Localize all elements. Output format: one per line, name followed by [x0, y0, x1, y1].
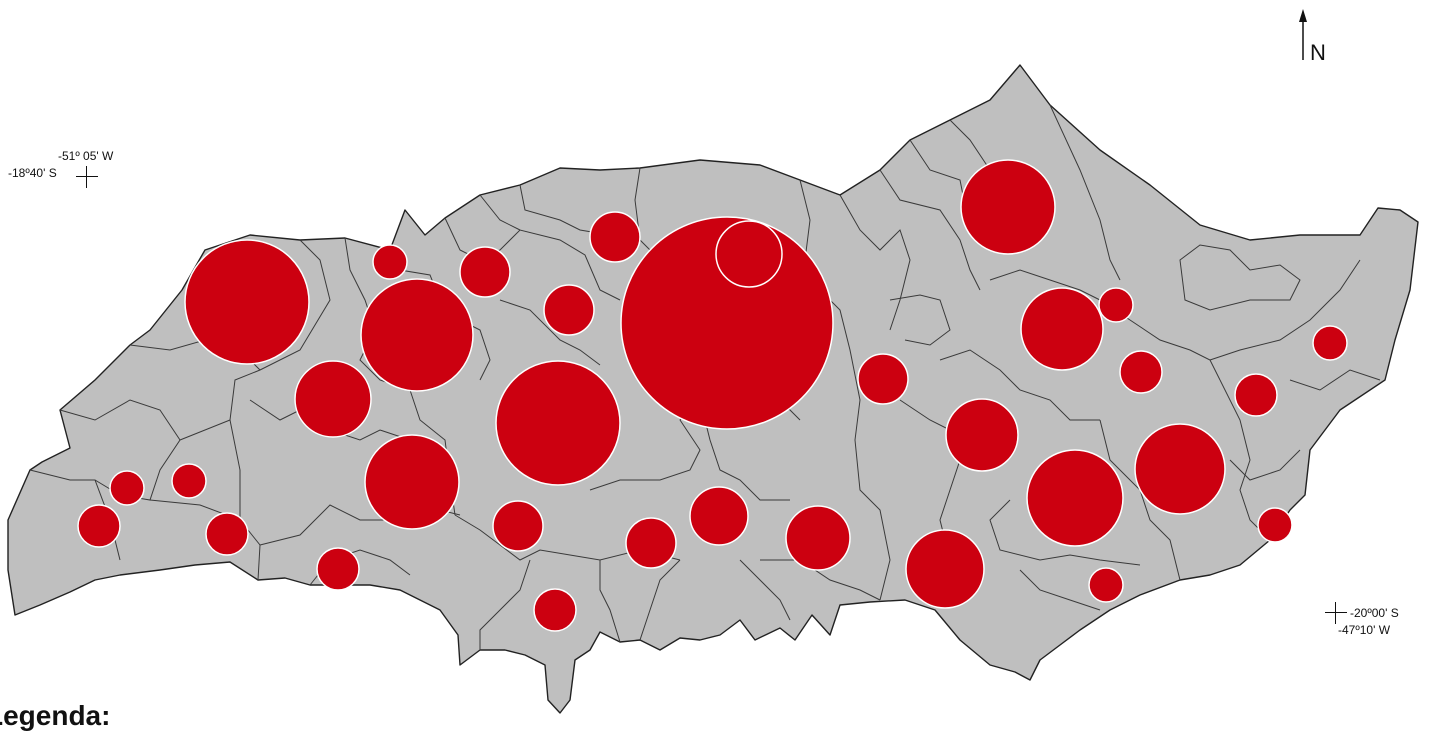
border-line — [599, 560, 621, 643]
border-line — [889, 294, 951, 346]
city-symbol — [620, 216, 834, 430]
city-symbol — [1134, 423, 1226, 515]
border-line — [879, 169, 981, 291]
border-line — [989, 269, 1101, 301]
city-symbol — [492, 500, 544, 552]
se-corner-crosshair — [1325, 602, 1347, 624]
north-label: N — [1310, 40, 1326, 65]
city-symbol — [1312, 325, 1348, 361]
city-symbol — [905, 529, 985, 609]
city-symbol — [1098, 287, 1134, 323]
city-symbol — [1026, 449, 1124, 547]
city-symbol — [625, 517, 677, 569]
city-symbol — [1119, 350, 1163, 394]
city-symbol — [360, 278, 474, 392]
city-symbol — [364, 434, 460, 530]
border-line — [1289, 369, 1381, 391]
city-symbol — [1234, 373, 1278, 417]
city-symbol — [184, 239, 310, 365]
city-symbol — [785, 505, 851, 571]
border-line — [1099, 419, 1181, 581]
se-longitude-label: -47º10' W — [1338, 623, 1391, 637]
border-line — [1179, 244, 1301, 311]
border-line — [1219, 379, 1271, 541]
city-symbol-inner-ring — [715, 220, 783, 288]
city-symbol — [1257, 507, 1293, 543]
city-symbol — [1088, 567, 1124, 603]
legend-title: Legenda: — [0, 700, 111, 731]
border-line — [454, 514, 681, 561]
border-line — [939, 349, 1100, 421]
border-line — [1049, 104, 1121, 281]
city-symbol — [495, 360, 621, 486]
nw-corner-crosshair — [76, 166, 98, 188]
nw-longitude-label: -51º 05' W — [58, 149, 114, 163]
city-symbol — [205, 512, 249, 556]
border-line — [739, 559, 791, 621]
border-line — [839, 194, 911, 331]
border-line — [519, 184, 661, 261]
border-line — [760, 559, 881, 601]
border-line — [639, 559, 681, 641]
proportional-symbols — [77, 159, 1348, 632]
city-symbol — [171, 463, 207, 499]
city-symbol — [589, 211, 641, 263]
city-symbol — [533, 588, 577, 632]
border-line — [1019, 569, 1101, 611]
nw-latitude-label: -18º40' S — [8, 166, 57, 180]
border-line — [699, 399, 790, 501]
city-symbol — [372, 244, 408, 280]
city-symbol — [945, 398, 1019, 472]
border-line — [479, 559, 531, 650]
city-symbol — [77, 504, 121, 548]
city-symbol — [857, 353, 909, 405]
city-symbol — [1020, 287, 1104, 371]
city-symbol — [459, 246, 511, 298]
city-symbol — [294, 360, 372, 438]
city-symbol — [689, 486, 749, 546]
border-line — [479, 194, 521, 231]
city-symbol — [316, 547, 360, 591]
city-symbol — [960, 159, 1056, 255]
border-line — [499, 299, 601, 366]
se-latitude-label: -20º00' S — [1350, 606, 1399, 620]
border-line — [179, 239, 331, 441]
city-symbol — [109, 470, 145, 506]
border-line — [229, 419, 241, 520]
border-line — [989, 499, 1141, 566]
map-canvas — [7, 64, 1419, 714]
border-line — [1209, 259, 1361, 361]
north-arrow-icon — [1299, 9, 1307, 60]
border-line — [949, 119, 991, 171]
city-symbol — [543, 284, 595, 336]
border-line — [1229, 449, 1301, 481]
